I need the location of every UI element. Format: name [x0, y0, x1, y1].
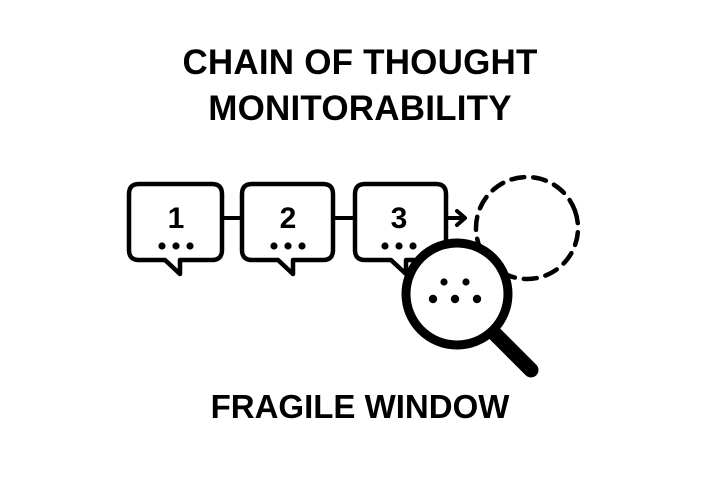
page-title: CHAIN OF THOUGHT MONITORABILITY: [0, 40, 720, 132]
arrow-right-icon: [446, 209, 467, 227]
step-1-bubble: 1: [126, 181, 225, 277]
ellipsis-icon: [270, 242, 306, 250]
step-2-number: 2: [280, 202, 297, 235]
title-line-2: MONITORABILITY: [208, 89, 512, 128]
speech-bubble-icon: [126, 181, 225, 277]
speech-bubble-icon: [239, 181, 336, 277]
ellipsis-icon: [428, 278, 482, 304]
step-3-number: 3: [391, 202, 408, 235]
magnifying-glass-icon: [401, 238, 539, 378]
step-1-number: 1: [168, 202, 185, 235]
step-2-bubble: 2: [239, 181, 336, 277]
title-line-1: CHAIN OF THOUGHT: [182, 43, 538, 82]
ellipsis-icon: [158, 242, 194, 250]
subtitle: FRAGILE WINDOW: [210, 388, 510, 425]
ellipsis-icon: [381, 242, 417, 250]
